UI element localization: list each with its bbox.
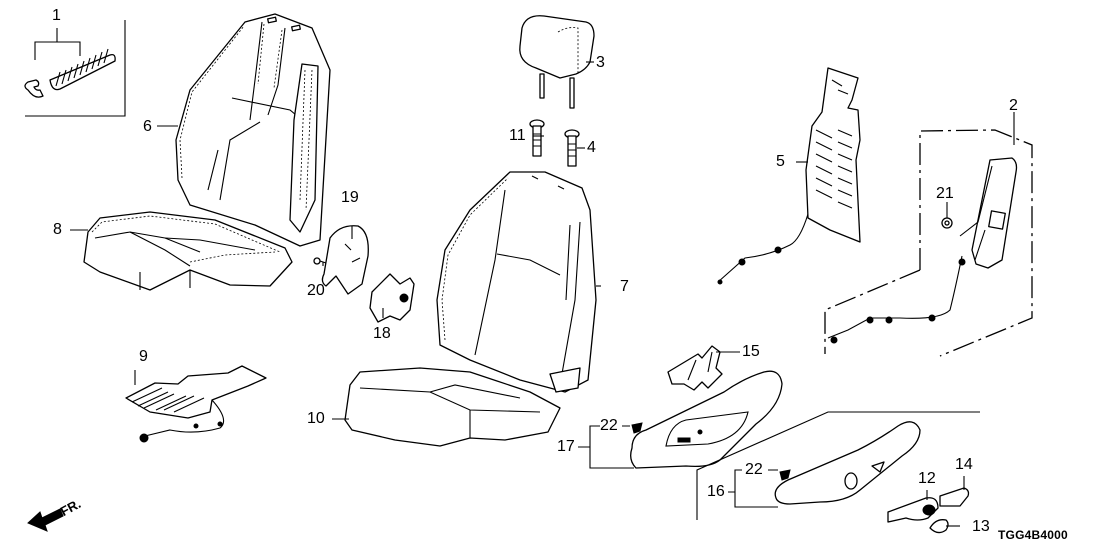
callout-18[interactable]: 18 — [373, 325, 391, 342]
part-10-seat-cushion-pad[interactable] — [344, 367, 561, 447]
callout-6[interactable]: 6 — [143, 118, 152, 135]
callout-15[interactable]: 15 — [742, 343, 760, 360]
callout-12[interactable]: 12 — [918, 470, 936, 487]
part-5-seat-back-heater[interactable] — [717, 67, 861, 285]
part-9-seat-cushion-heater[interactable] — [125, 365, 267, 443]
callout-3[interactable]: 3 — [596, 54, 605, 71]
part-6-seat-back-cover[interactable] — [175, 13, 331, 247]
part-14-lever-knob[interactable] — [939, 487, 970, 507]
part-3-headrest[interactable] — [519, 15, 595, 109]
callout-11[interactable]: 11 — [509, 127, 526, 144]
part-7-seat-back-pad[interactable] — [436, 171, 597, 393]
callout-20[interactable]: 20 — [307, 282, 325, 299]
callout-10[interactable]: 10 — [307, 410, 325, 427]
callout-21[interactable]: 21 — [936, 185, 954, 202]
callout-13[interactable]: 13 — [972, 518, 990, 535]
callout-19[interactable]: 19 — [341, 189, 359, 206]
part-15-bracket[interactable] — [667, 345, 723, 391]
part-17-inner-side-cover[interactable] — [630, 370, 783, 469]
part-22-clip-lower[interactable] — [779, 469, 791, 481]
callout-1[interactable]: 1 — [52, 7, 61, 24]
callout-9[interactable]: 9 — [139, 348, 148, 365]
part-22-clip-upper[interactable] — [631, 422, 643, 434]
part-4-headrest-guide-unlock[interactable] — [564, 129, 580, 167]
part-8-seat-cushion-cover[interactable] — [83, 211, 293, 291]
callout-8[interactable]: 8 — [53, 221, 62, 238]
callout-14[interactable]: 14 — [955, 456, 973, 473]
callout-22-lower[interactable]: 22 — [745, 461, 763, 478]
callout-5[interactable]: 5 — [776, 153, 785, 170]
part-21-nut[interactable] — [941, 217, 953, 229]
callout-22-upper[interactable]: 22 — [600, 417, 618, 434]
callout-17[interactable]: 17 — [557, 438, 575, 455]
part-2-side-airbag-assembly[interactable] — [824, 129, 1033, 357]
part-16-outer-side-cover[interactable] — [696, 411, 980, 520]
callout-7[interactable]: 7 — [620, 278, 629, 295]
part-13-knob-cap[interactable] — [929, 519, 949, 534]
diagram-code: TGG4B4000 — [998, 528, 1068, 542]
part-11-headrest-guide-lock[interactable] — [529, 119, 545, 157]
part-12-recliner-knob[interactable] — [887, 497, 939, 523]
part-1-clip-set[interactable] — [24, 20, 126, 117]
leader-lines — [70, 61, 1015, 527]
part-20-screw[interactable] — [313, 257, 327, 265]
callout-4[interactable]: 4 — [587, 139, 596, 156]
part-18-recliner-cover-inner[interactable] — [369, 273, 415, 323]
callout-16[interactable]: 16 — [707, 483, 725, 500]
front-direction-arrow — [27, 508, 64, 532]
callout-2[interactable]: 2 — [1009, 97, 1018, 114]
part-19-recliner-cover-outer[interactable] — [321, 225, 369, 295]
